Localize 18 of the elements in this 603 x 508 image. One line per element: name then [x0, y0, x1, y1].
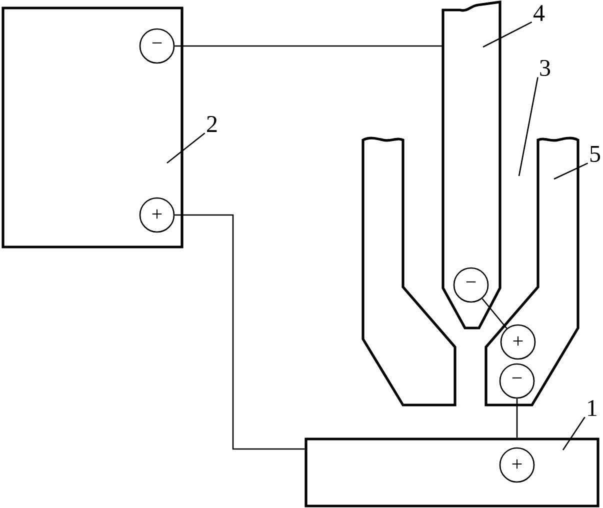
power-supply-box: [2, 6, 184, 248]
leader-line: [518, 77, 538, 176]
wire: [516, 398, 518, 438]
leader-line: [554, 162, 588, 180]
callout-number: 5: [590, 146, 600, 162]
wire: [482, 298, 508, 329]
nozzle-drawing: [484, 136, 580, 406]
callout-number: 2: [207, 116, 217, 132]
callout-number: 4: [533, 5, 545, 21]
leader-line: [166, 132, 206, 164]
leader-line: [482, 22, 532, 48]
wire: [174, 45, 443, 47]
wire: [174, 214, 305, 450]
workpiece-box: [304, 438, 600, 508]
callout-number: 1: [588, 400, 597, 416]
leader-line: [562, 416, 586, 450]
electrode-drawing: [442, 0, 502, 330]
callout-number: 3: [540, 60, 550, 76]
